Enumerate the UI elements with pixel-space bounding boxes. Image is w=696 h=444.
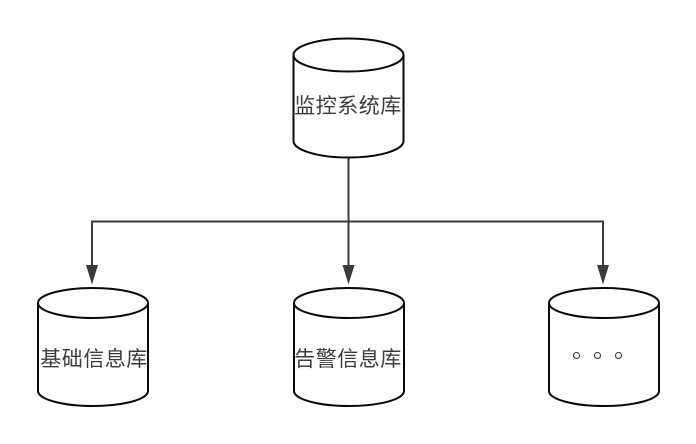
cylinder-body — [548, 287, 660, 407]
cylinder-body — [37, 287, 149, 407]
edge-bus-line — [91, 220, 604, 266]
edges — [91, 158, 604, 266]
cylinder-top-ellipse — [548, 302, 660, 319]
node-label-basic-info-db: 基础信息库 — [40, 348, 148, 371]
dot — [573, 352, 580, 359]
arrowhead-down-icon — [597, 265, 609, 285]
arrowhead-down-icon — [86, 265, 98, 285]
cylinder-more-db — [548, 287, 660, 407]
arrowhead-down-icon — [342, 265, 355, 285]
dot — [594, 352, 601, 359]
cylinder-top-ellipse — [293, 302, 405, 319]
ellipsis-dots-icon — [573, 352, 622, 359]
node-label-monitoring-db: 监控系统库 — [294, 95, 402, 118]
cylinder-monitoring-db — [292, 37, 405, 159]
node-label-alarm-info-db: 告警信息库 — [294, 348, 402, 371]
cylinder-body — [293, 287, 405, 407]
cylinder-alarm-info-db — [293, 287, 405, 407]
cylinder-body — [292, 37, 405, 159]
cylinder-top-ellipse — [292, 54, 405, 73]
cylinder-basic-info-db — [37, 287, 149, 407]
cylinder-top-ellipse — [37, 302, 149, 319]
dot — [615, 352, 622, 359]
arrowheads — [86, 265, 609, 285]
